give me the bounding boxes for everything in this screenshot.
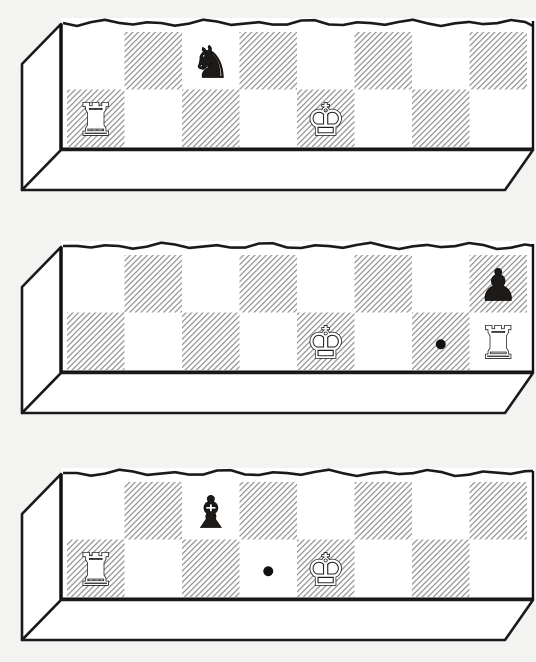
dark-square (182, 540, 240, 598)
squares (67, 32, 527, 147)
light-square (412, 255, 470, 313)
light-square (297, 32, 355, 90)
dark-square (182, 313, 240, 371)
dark-square (182, 90, 240, 148)
light-square (240, 313, 298, 371)
light-square (182, 255, 240, 313)
board-ledge-face (22, 600, 533, 640)
dark-square (67, 313, 125, 371)
black-knight-icon: ♞ (191, 37, 230, 88)
board-2: ♟ ♚ ♜ (22, 241, 535, 413)
light-square (470, 90, 528, 148)
light-square (67, 482, 125, 540)
dark-square (355, 482, 413, 540)
white-rook-icon: ♜ (76, 545, 115, 596)
dark-square (470, 482, 528, 540)
white-rook-icon: ♜ (76, 95, 115, 146)
board-ledge-face (22, 150, 533, 190)
dark-square (125, 482, 183, 540)
light-square (125, 90, 183, 148)
black-bishop-icon: ♝ (191, 487, 230, 538)
dark-square (470, 32, 528, 90)
light-square (297, 482, 355, 540)
dark-square (412, 540, 470, 598)
light-square (355, 313, 413, 371)
board-1: ♞ ♜ ♚ (22, 18, 535, 190)
light-square (240, 90, 298, 148)
white-king-icon: ♚ (306, 545, 345, 596)
boards-layer: ♞ ♜ ♚ ♟ ♚ ♜ ♝ ♜ ♚ (22, 18, 535, 640)
light-square (355, 90, 413, 148)
squares (67, 482, 527, 597)
dark-square (240, 32, 298, 90)
light-square (412, 32, 470, 90)
target-dot-icon (436, 339, 446, 349)
light-square (67, 255, 125, 313)
black-pawn-icon: ♟ (479, 260, 518, 311)
light-square (355, 540, 413, 598)
light-square (125, 540, 183, 598)
dark-square (125, 255, 183, 313)
target-dot-icon (263, 566, 273, 576)
squares (67, 255, 527, 370)
light-square (67, 32, 125, 90)
dark-square (240, 482, 298, 540)
board-ledge-face (22, 373, 533, 413)
light-square (470, 540, 528, 598)
board-3: ♝ ♜ ♚ (22, 468, 535, 640)
light-square (412, 482, 470, 540)
white-rook-icon: ♜ (479, 318, 518, 369)
dark-square (125, 32, 183, 90)
dark-square (240, 255, 298, 313)
white-king-icon: ♚ (306, 318, 345, 369)
dark-square (355, 32, 413, 90)
dark-square (412, 90, 470, 148)
light-square (297, 255, 355, 313)
light-square (125, 313, 183, 371)
white-king-icon: ♚ (306, 95, 345, 146)
dark-square (355, 255, 413, 313)
